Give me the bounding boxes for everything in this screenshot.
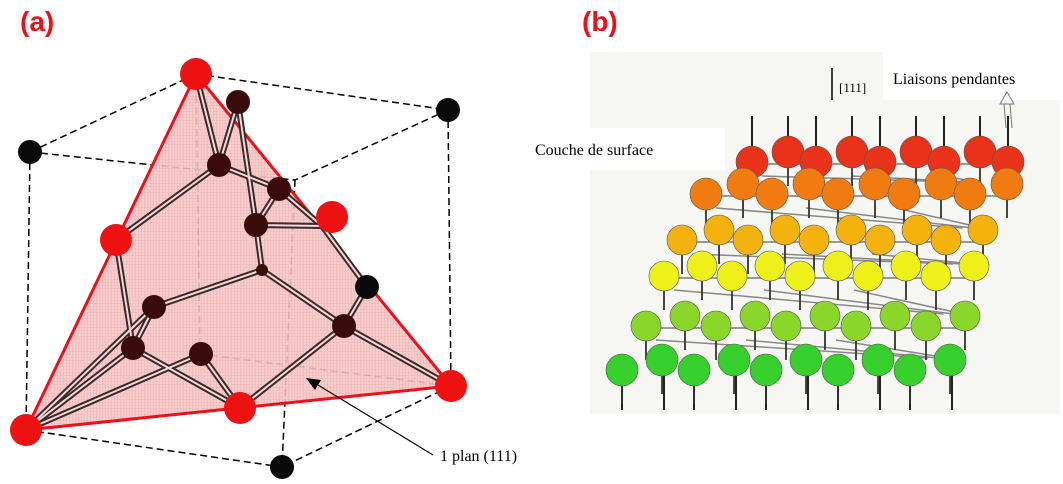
atom (840, 310, 872, 342)
atom (930, 224, 962, 256)
atom (645, 343, 679, 377)
atom (207, 153, 231, 177)
atom (244, 213, 268, 237)
atom (270, 455, 294, 479)
atom (852, 260, 884, 292)
atom (861, 343, 895, 377)
atom (630, 310, 662, 342)
atom (910, 310, 942, 342)
atom (256, 264, 268, 276)
direction-label: [111] (839, 80, 866, 95)
lattice-bar (763, 289, 954, 315)
direction-111: [111] (831, 68, 866, 100)
atom (189, 342, 213, 366)
atom (717, 343, 751, 377)
panel-b-diagram: [111] Liaisons pendantes Couche de surfa… (530, 52, 1063, 414)
atom (958, 250, 990, 282)
silicon-lattice (605, 116, 1025, 410)
atom (835, 214, 867, 246)
atom (703, 214, 735, 246)
atom (700, 310, 732, 342)
panel-b-label: (b) (582, 6, 618, 37)
atom (316, 201, 348, 233)
atom (686, 250, 718, 282)
lattice-bar (895, 207, 983, 229)
atom (224, 392, 256, 424)
atom (142, 295, 166, 319)
atom (332, 314, 356, 338)
atom (821, 177, 855, 211)
atom (924, 167, 958, 201)
plane-atoms (10, 58, 467, 446)
atom (689, 177, 723, 211)
atom (858, 167, 892, 201)
lattice-bar (871, 253, 974, 265)
panel-a-label: (a) (20, 6, 55, 37)
surface-layer-label: Couche de surface (535, 142, 653, 159)
atom (669, 300, 701, 332)
atom (990, 167, 1024, 201)
atom (100, 224, 132, 256)
atom (933, 343, 967, 377)
atom (121, 336, 145, 360)
dangling-bond-arrow (999, 91, 1015, 129)
atom (770, 310, 802, 342)
atom (18, 140, 42, 164)
plane-label: 1 plan (111) (440, 448, 517, 465)
atom (771, 135, 805, 169)
atom (648, 260, 680, 292)
atom (890, 250, 922, 282)
atom (949, 300, 981, 332)
atom (887, 177, 921, 211)
atom (732, 224, 764, 256)
atom (769, 214, 801, 246)
atom (809, 300, 841, 332)
atom (180, 58, 212, 90)
atom (789, 343, 823, 377)
atom (436, 98, 460, 122)
atom (792, 167, 826, 201)
atom (605, 353, 639, 387)
lattice-bar (853, 289, 964, 315)
atom (967, 214, 999, 246)
atom (677, 353, 711, 387)
atom (821, 353, 855, 387)
atom (739, 300, 771, 332)
atom (355, 275, 379, 299)
atom (953, 177, 987, 211)
atom (726, 167, 760, 201)
dangling-bonds-label: Liaisons pendantes (893, 71, 1015, 88)
cube-corner-atoms (18, 98, 460, 479)
lattice-bar (835, 339, 949, 359)
interior-atoms (121, 90, 356, 366)
atom (435, 370, 467, 402)
atom (901, 214, 933, 246)
atom (835, 135, 869, 169)
plane-label-pointer (306, 378, 434, 456)
atom (716, 260, 748, 292)
atom (755, 177, 789, 211)
atom (879, 300, 911, 332)
atom (798, 224, 830, 256)
atom (267, 177, 291, 201)
atom (749, 353, 783, 387)
atom (10, 414, 42, 446)
atom (784, 260, 816, 292)
atom (666, 224, 698, 256)
atom (920, 260, 952, 292)
atom (899, 135, 933, 169)
lattice-bar (805, 207, 973, 229)
panel-a-diagram: 1 plan (111) (10, 58, 517, 479)
atom (226, 90, 250, 114)
atom (754, 250, 786, 282)
atom (864, 224, 896, 256)
atom (963, 135, 997, 169)
atom (893, 353, 927, 387)
atom (822, 250, 854, 282)
